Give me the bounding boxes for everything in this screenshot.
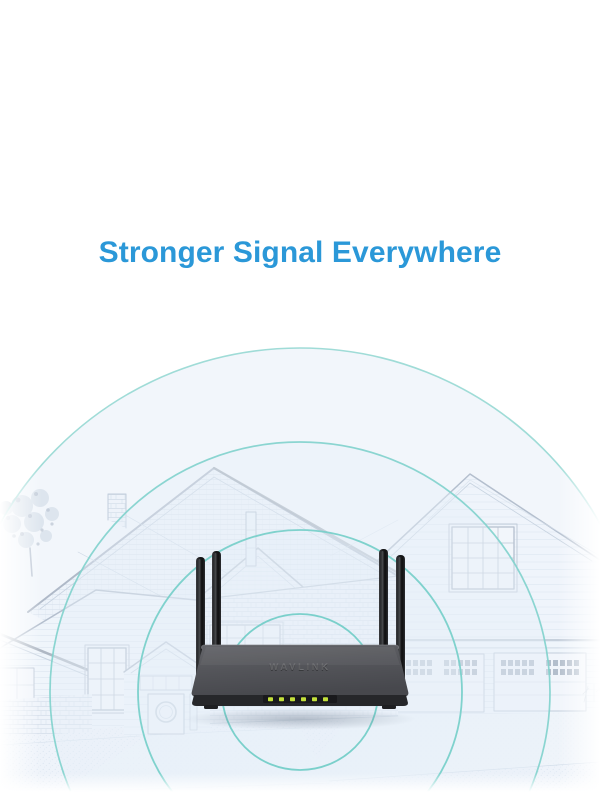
status-leds xyxy=(263,695,337,703)
router-shadow xyxy=(184,708,416,730)
page-title: Stronger Signal Everywhere xyxy=(98,236,502,269)
router-svg xyxy=(184,549,416,730)
wavlink-router: WAVLINK xyxy=(160,545,440,730)
